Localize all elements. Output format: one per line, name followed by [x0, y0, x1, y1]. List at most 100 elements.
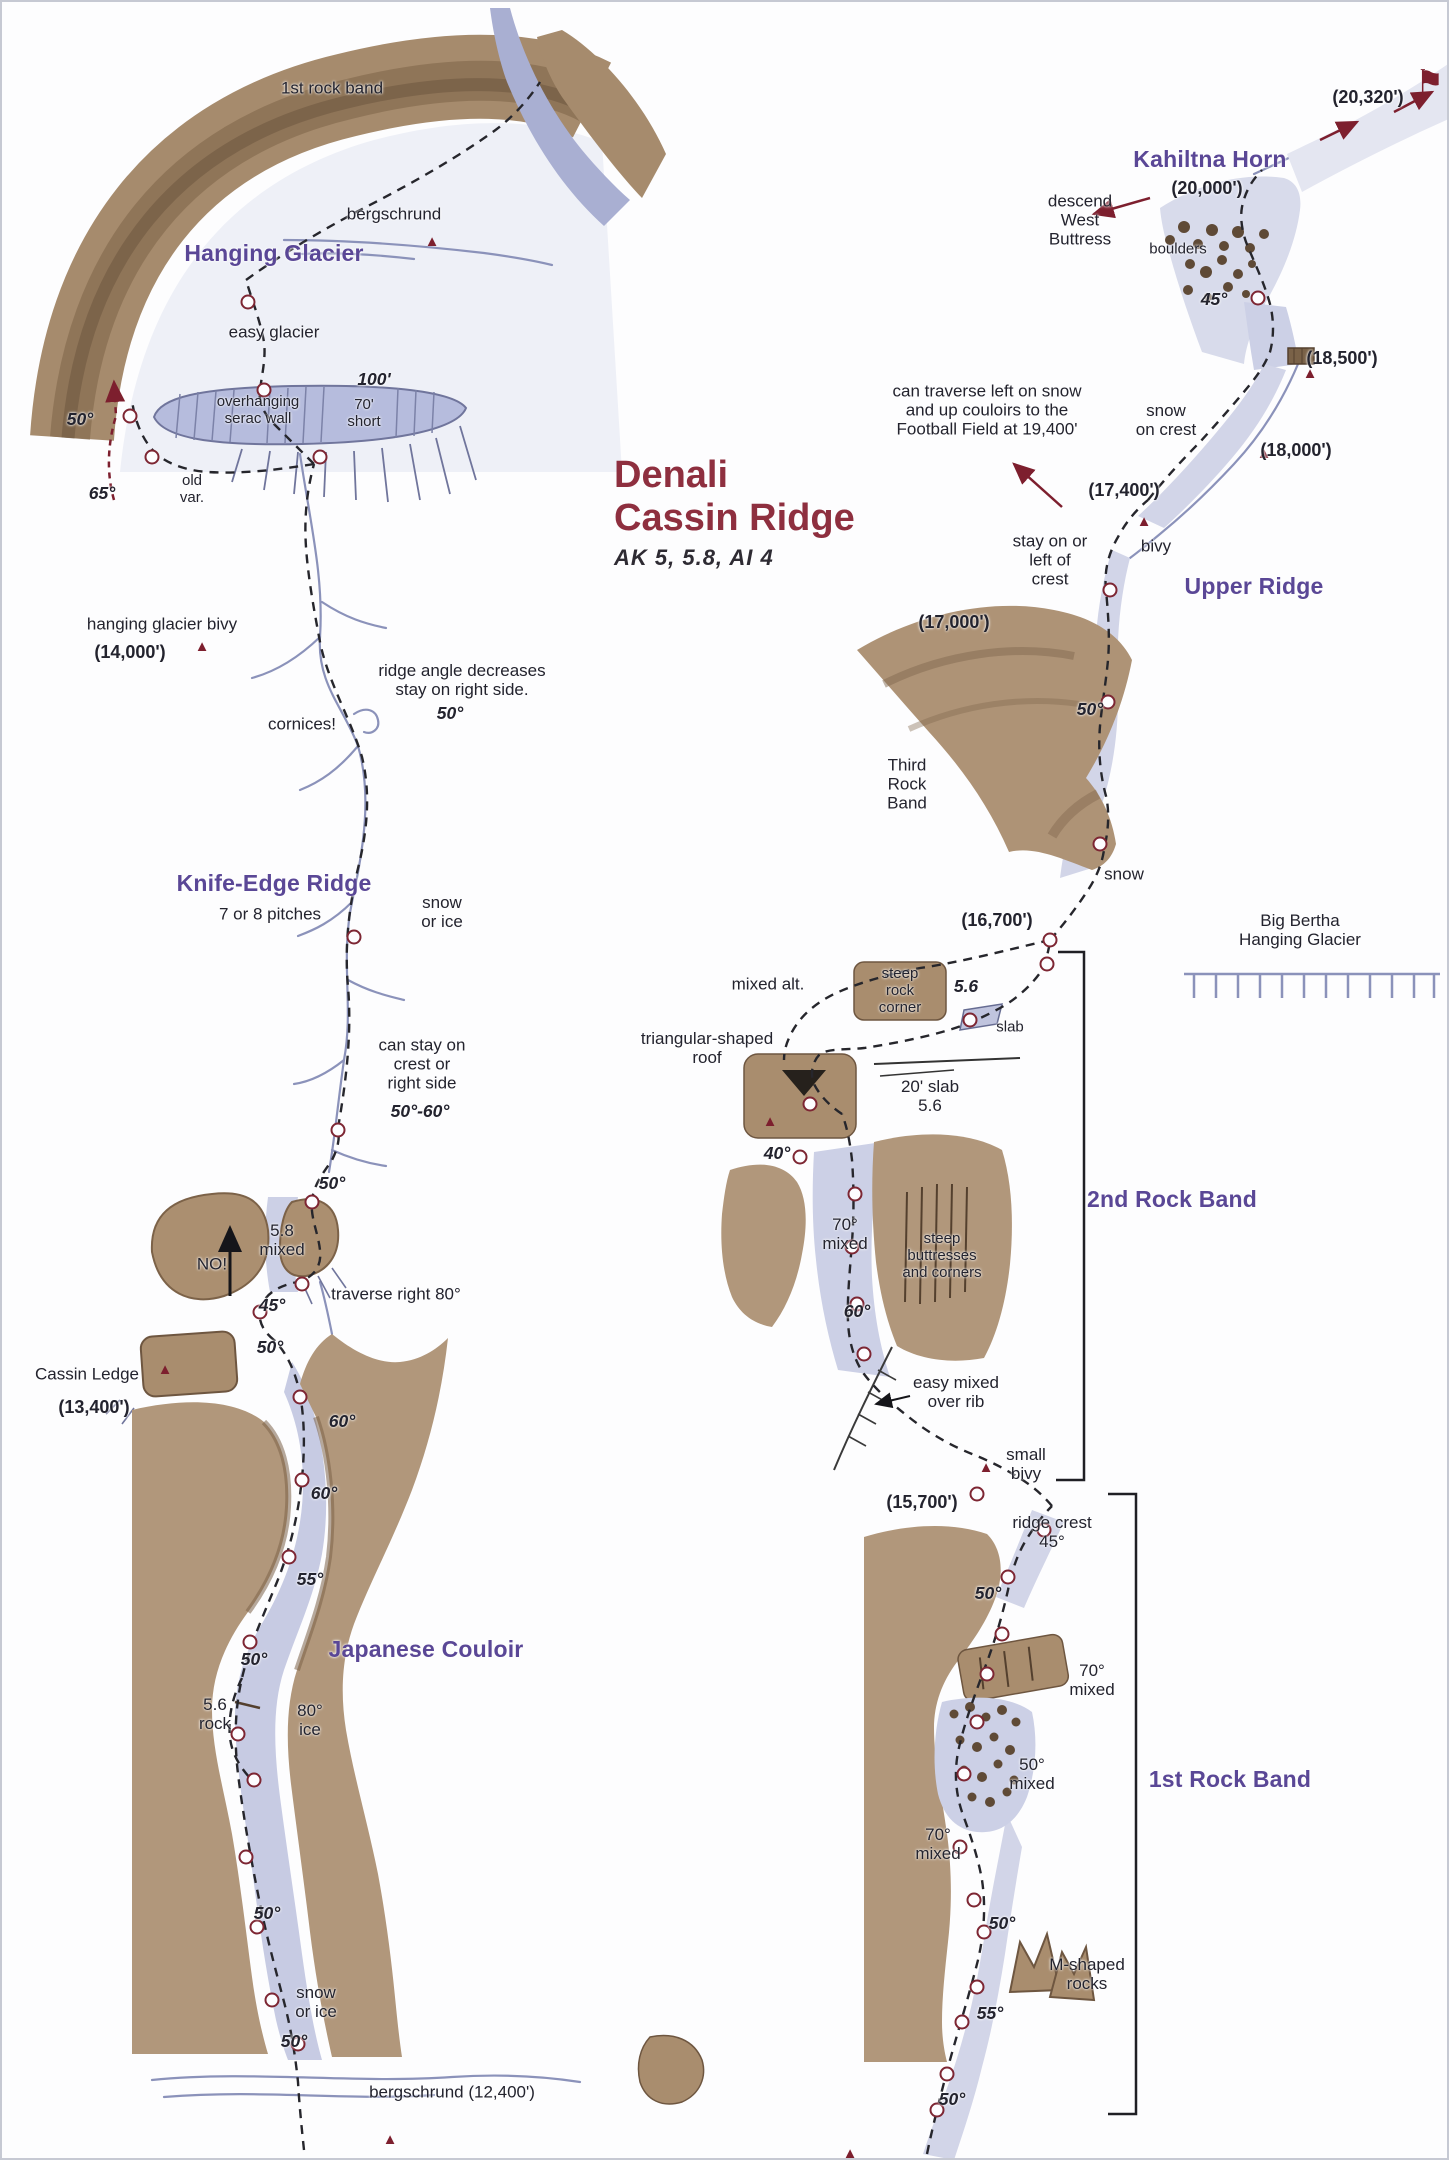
- label-7-or-8-pitches: 7 or 8 pitches: [218, 904, 322, 924]
- label-45: 45°: [258, 1295, 286, 1316]
- belay-circle: [969, 1714, 985, 1730]
- label-13-400: (13,400'): [58, 1396, 130, 1417]
- rock-band-5-8: [150, 1192, 347, 1305]
- label-boulders: boulders: [1149, 240, 1207, 258]
- label-overhanging-serac-wall: overhanging serac wall: [216, 393, 300, 427]
- label-snow-or-ice: snow or ice: [421, 892, 463, 931]
- bivy-triangle-icon: ▲: [762, 1112, 778, 1130]
- belay-circle: [264, 1992, 280, 2008]
- belay-circle: [122, 408, 138, 424]
- label-small-bivy: small bivy: [1006, 1444, 1046, 1483]
- label-70-short: 70' short: [347, 396, 381, 430]
- belay-circle: [290, 2036, 306, 2052]
- label-17-400: (17,400'): [1088, 479, 1160, 500]
- belay-circle: [144, 449, 160, 465]
- label-20-slab-5-6: 20' slab 5.6: [900, 1076, 960, 1115]
- label-100: 100': [357, 369, 391, 390]
- label-mixed-alt: mixed alt.: [731, 974, 805, 994]
- bivy-triangle-icon: ▲: [842, 2144, 858, 2160]
- label-snow-or-ice: snow or ice: [295, 1982, 337, 2021]
- belay-circle: [256, 382, 272, 398]
- belay-circle: [249, 1919, 265, 1935]
- label-50: 50°: [1076, 699, 1104, 720]
- label-50: 50°: [240, 1649, 268, 1670]
- direction-arrows: [105, 90, 1435, 508]
- label-ridge-crest-45: ridge crest 45°: [1012, 1512, 1092, 1551]
- label-50: 50°: [988, 1913, 1016, 1934]
- label-50-60: 50°-60°: [390, 1101, 450, 1122]
- label-70-mixed: 70° mixed: [1069, 1660, 1115, 1699]
- label-cornices: cornices!: [267, 714, 337, 734]
- label-1st-rock-band: 1st rock band: [280, 78, 384, 98]
- belay-circle: [969, 1486, 985, 1502]
- bivy-triangle-icon: ▲: [382, 2130, 398, 2148]
- belay-circle: [847, 1186, 863, 1202]
- bivy-triangle-icon: ▲: [1136, 512, 1152, 530]
- second-rock-band: [721, 961, 1021, 1471]
- belay-circle: [346, 929, 362, 945]
- label-60: 60°: [328, 1411, 356, 1432]
- label-14-000: (14,000'): [94, 641, 166, 662]
- label-2nd-rock-band: 2nd Rock Band: [1086, 1186, 1258, 1213]
- label-50-mixed: 50° mixed: [1009, 1754, 1055, 1793]
- label-50: 50°: [318, 1173, 346, 1194]
- label-easy-glacier: easy glacier: [228, 322, 320, 342]
- belay-circle: [849, 1296, 865, 1312]
- label-m-shaped-rocks: M-shaped rocks: [1049, 1954, 1125, 1993]
- label-40: 40°: [763, 1143, 791, 1164]
- label-50: 50°: [974, 1583, 1002, 1604]
- label-easy-mixed-over-rib: easy mixed over rib: [913, 1372, 999, 1411]
- label-60: 60°: [310, 1483, 338, 1504]
- label-70-mixed: 70° mixed: [915, 1824, 961, 1863]
- label-18-000: (18,000'): [1260, 439, 1332, 460]
- rock-gendarme-icon: [1287, 347, 1315, 365]
- bivy-triangle-icon: ▲: [157, 1360, 173, 1378]
- bivy-triangle-icon: ▲: [424, 232, 440, 250]
- label-1st-rock-band: 1st Rock Band: [1148, 1766, 1312, 1793]
- belay-circle: [1042, 932, 1058, 948]
- label-45: 45°: [1200, 289, 1228, 310]
- label-steep-rock-corner: steep rock corner: [878, 964, 922, 1016]
- label-15-700: (15,700'): [886, 1491, 958, 1512]
- bivy-triangle-icon: ▲: [1256, 444, 1272, 462]
- label-slab: slab: [996, 1018, 1024, 1036]
- summit-area: [1138, 64, 1447, 528]
- label-20-000: (20,000'): [1171, 177, 1243, 198]
- bivy-triangle-icon: ▲: [978, 1458, 994, 1476]
- belay-circle: [956, 1766, 972, 1782]
- label-16-700: (16,700'): [961, 909, 1033, 930]
- label-5-8-mixed: 5.8 mixed: [259, 1220, 305, 1259]
- belay-circle: [242, 1634, 258, 1650]
- boulder-field: [1165, 221, 1269, 301]
- label-snow-on-crest: snow on crest: [1135, 400, 1197, 439]
- label-snow: snow: [1104, 864, 1144, 884]
- label-ridge-angle-decreases-stay-on-right-side: ridge angle decreases stay on right side…: [378, 660, 546, 699]
- belay-circle: [976, 1924, 992, 1940]
- belay-circle: [292, 1389, 308, 1405]
- label-big-bertha-hanging-glacier: Big Bertha Hanging Glacier: [1239, 910, 1361, 949]
- hanging-glacier-bowl: [30, 8, 666, 472]
- belay-circle: [230, 1726, 246, 1742]
- route-title-line2: Cassin Ridge: [614, 496, 855, 539]
- third-rock-band: [857, 550, 1132, 878]
- label-no: NO!: [196, 1254, 228, 1274]
- belay-circle: [304, 1194, 320, 1210]
- roof-triangle-icon: [782, 1070, 826, 1096]
- label-can-traverse-left-on-snow-and-up-couloirs-: can traverse left on snow and up couloir…: [892, 381, 1082, 439]
- label-55: 55°: [296, 1569, 324, 1590]
- belay-circle: [294, 1472, 310, 1488]
- m-rock-icon: [1048, 1943, 1096, 2002]
- belay-circle: [1000, 1569, 1016, 1585]
- label-bergschrund: bergschrund: [346, 204, 442, 224]
- belay-circle: [1036, 1522, 1052, 1538]
- japanese-couloir: [132, 1334, 448, 2060]
- belay-circle: [792, 1149, 808, 1165]
- label-50: 50°: [253, 1903, 281, 1924]
- label-55: 55°: [976, 2003, 1004, 2024]
- label-third-rock-band: Third Rock Band: [887, 755, 927, 813]
- belay-circle: [844, 1239, 860, 1255]
- label-65: 65°: [88, 483, 116, 504]
- bivy-triangle-icon: ▲: [1302, 364, 1318, 382]
- label-5-6: 5.6: [953, 976, 979, 997]
